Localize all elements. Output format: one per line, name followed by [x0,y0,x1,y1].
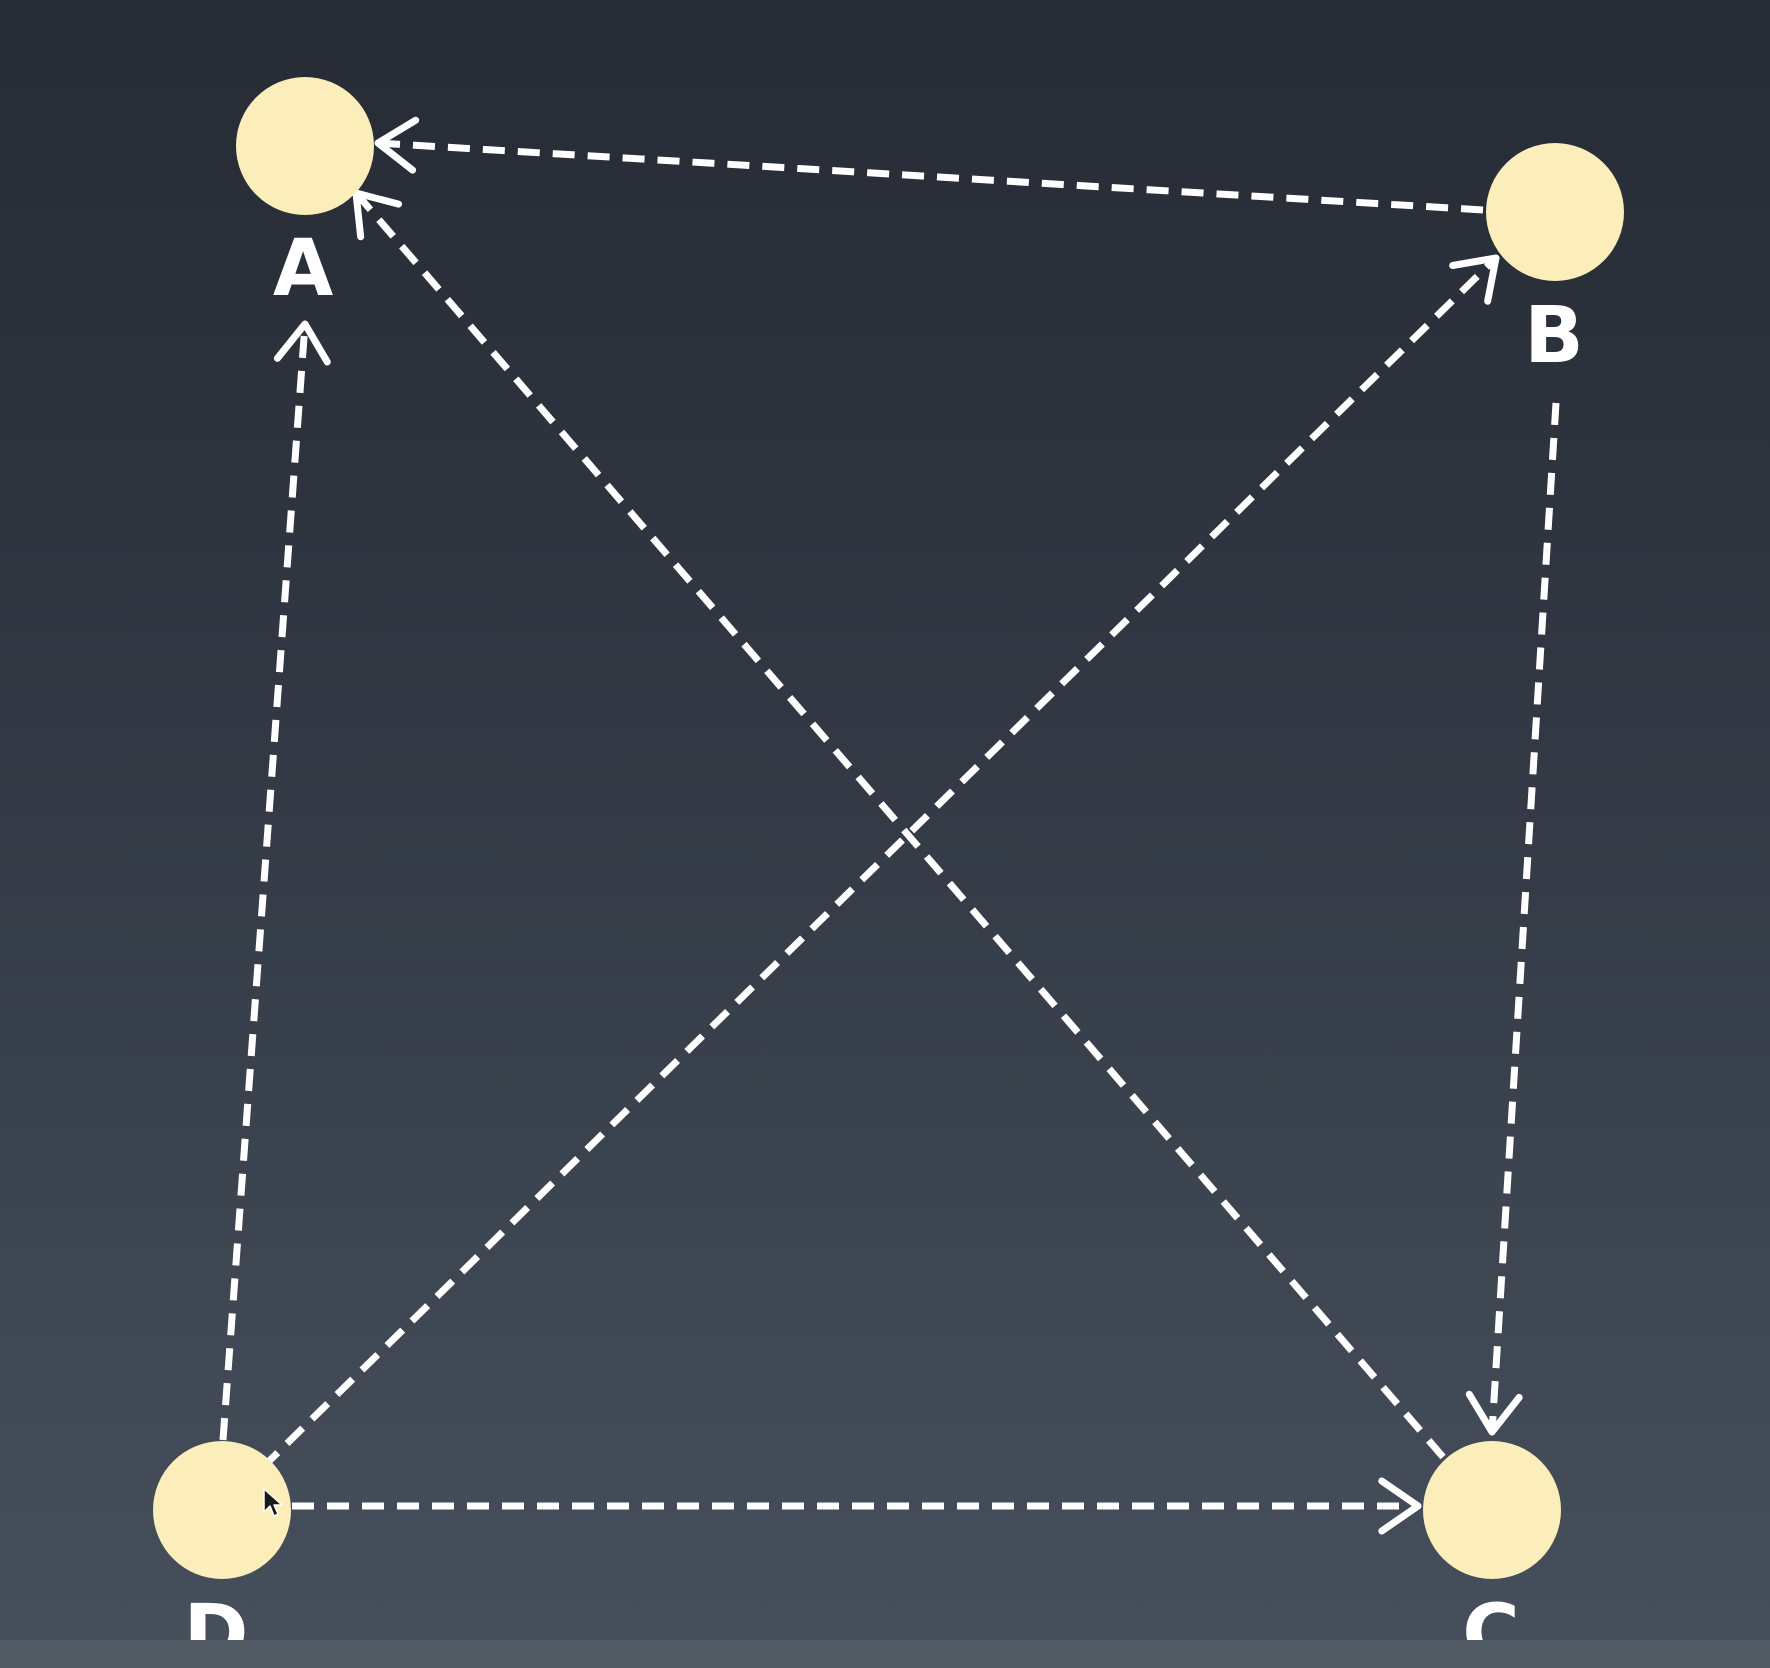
edge-d-to-a [219,323,309,1441]
node-a[interactable] [236,77,374,215]
node-b-label: B [1524,291,1583,381]
arrowhead-d-to-a [273,320,331,366]
node-c[interactable] [1423,1441,1561,1579]
bottom-bar [0,1640,1770,1668]
edge-b-to-c [1488,402,1560,1433]
arrowhead-d-to-c [1378,1477,1422,1535]
node-b[interactable] [1486,143,1624,281]
edges-layer [219,116,1560,1535]
arrowhead-c-to-a [352,189,403,241]
edge-c-to-a [353,190,1446,1460]
node-d[interactable] [153,1441,291,1579]
arrowhead-b-to-c [1465,1390,1523,1436]
arrowhead-d-to-b [1449,254,1500,305]
mouse-pointer-icon [263,1488,283,1517]
node-a-label: A [273,224,333,314]
edge-d-to-b [259,255,1499,1471]
nodes-layer: A B C D [153,77,1624,1668]
arrowhead-b-to-a [374,116,420,174]
edge-b-to-a [377,139,1484,214]
